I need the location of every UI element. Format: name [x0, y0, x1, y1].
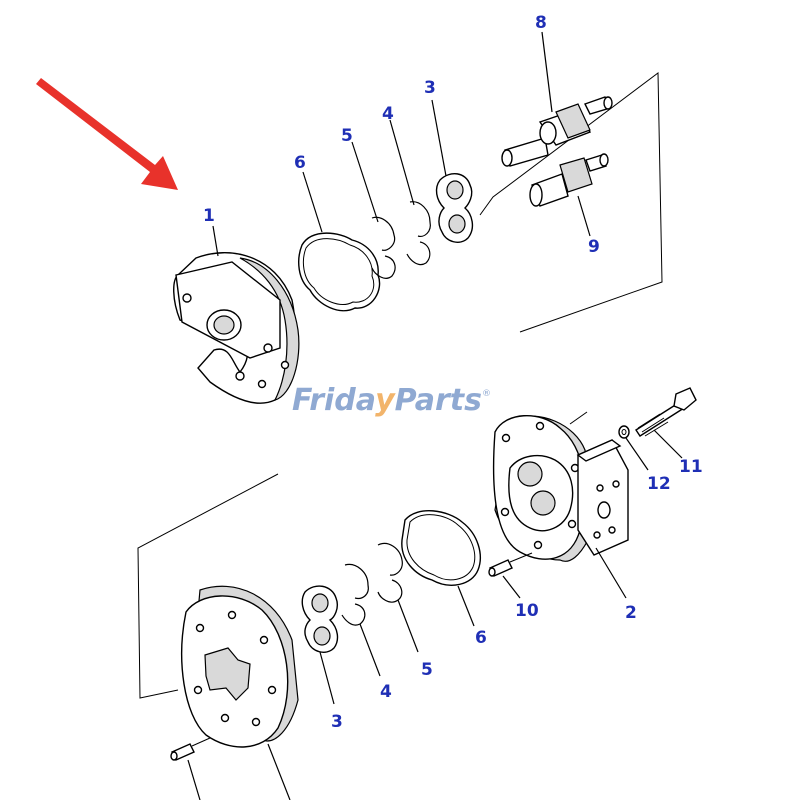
callout-4-top: 4: [382, 104, 394, 124]
watermark-text-part1: Frida: [292, 383, 375, 418]
watermark-logo: FridayParts®: [292, 383, 491, 418]
callout-11: 11: [679, 457, 703, 477]
part-12-washer: [618, 425, 649, 471]
part-4-ring-bottom: [341, 563, 381, 677]
part-8-drive-shaft: [501, 31, 613, 167]
bottom-cover: [181, 585, 299, 800]
watermark-text-part2: y: [375, 383, 396, 418]
part-4-ring-top: [389, 119, 431, 266]
callout-12: 12: [647, 474, 671, 494]
part-9-driven-shaft: [529, 153, 609, 237]
part-3-plate-top: [431, 99, 474, 243]
callout-5-top: 5: [341, 126, 353, 146]
callout-8: 8: [535, 13, 547, 33]
callout-6-bottom: 6: [475, 628, 487, 648]
part-1-cover: [173, 225, 300, 404]
part-2-housing: [492, 415, 629, 599]
part-3-plate-bottom: [301, 585, 339, 705]
callout-1: 1: [203, 206, 215, 226]
part-11-bolt: [635, 387, 697, 459]
callout-9: 9: [588, 237, 600, 257]
part-6-seal-bottom: [401, 510, 481, 627]
callout-4-bottom: 4: [380, 682, 392, 702]
callout-6-top: 6: [294, 153, 306, 173]
red-arrow-icon: [36, 78, 178, 190]
callout-3-top: 3: [424, 78, 436, 98]
lower-frame: [137, 411, 588, 699]
bottom-pin: [170, 737, 211, 800]
callout-labels: 1 6 5 4 3 8 9 11 12 10 2 6 5 4 3: [203, 13, 703, 732]
part-5-ring-bottom: [377, 542, 419, 653]
upper-frame: [479, 72, 663, 333]
watermark-registered-mark: ®: [482, 389, 491, 399]
part-5-ring-top: [351, 141, 396, 279]
callout-10: 10: [515, 601, 539, 621]
watermark-text-part3: Parts: [395, 383, 482, 418]
callout-2: 2: [625, 603, 637, 623]
callout-5-bottom: 5: [421, 660, 433, 680]
part-6-seal-top: [298, 171, 381, 312]
callout-3-bottom: 3: [331, 712, 343, 732]
part-10-pin: [488, 552, 533, 599]
svg-text:FridayParts®: FridayParts®: [292, 383, 491, 418]
